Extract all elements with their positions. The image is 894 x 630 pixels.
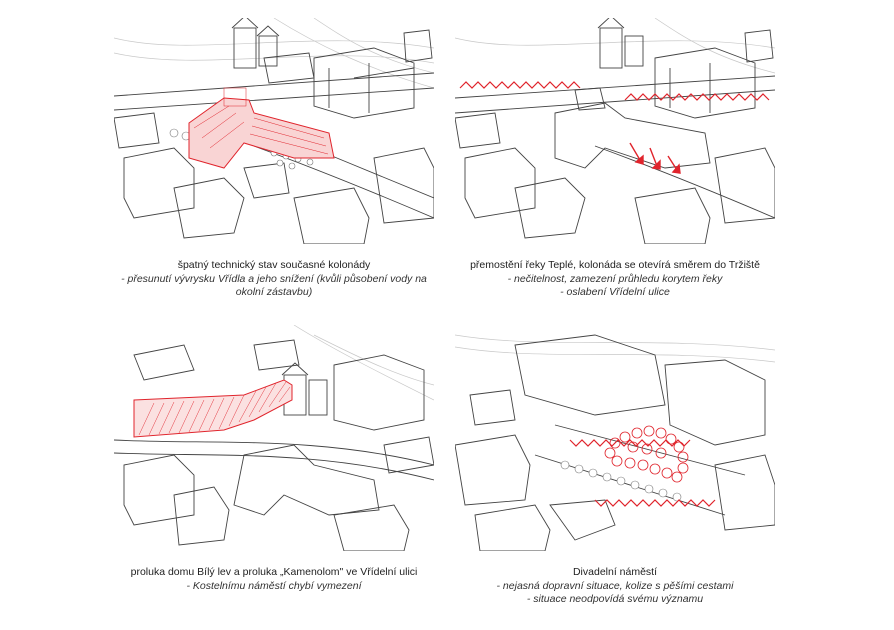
- caption-title: proluka domu Bílý lev a proluka „Kamenol…: [130, 566, 418, 578]
- caption-note: - oslabení Vřídelní ulice: [560, 286, 670, 298]
- diagram-panel-colonnade: [114, 18, 434, 244]
- axonometric-map-2: [455, 18, 775, 244]
- axonometric-map-1: [114, 18, 434, 244]
- caption-panel-3: proluka domu Bílý lev a proluka „Kamenol…: [94, 566, 454, 593]
- caption-title: přemostění řeky Teplé, kolonáda se oteví…: [470, 259, 760, 271]
- opening-arrows: [629, 142, 681, 174]
- caption-note: - nečitelnost, zamezení průhledu korytem…: [507, 272, 723, 285]
- caption-note: - Kostelnímu náměstí chybí vymezení: [186, 579, 362, 592]
- axonometric-map-4: [455, 334, 775, 551]
- caption-title: špatný technický stav současné kolonády: [177, 259, 371, 271]
- axonometric-map-3: [114, 325, 434, 551]
- gap-highlight: [133, 379, 293, 438]
- caption-panel-2: přemostění řeky Teplé, kolonáda se oteví…: [435, 259, 795, 300]
- caption-note: - situace neodpovídá svému významu: [526, 593, 704, 605]
- caption-panel-4: Divadelní náměstí - nejasná dopravní sit…: [435, 566, 795, 607]
- colonnade-highlight: [188, 97, 335, 169]
- square-trees-highlight: [604, 425, 689, 483]
- caption-note: - přesunutí vývrysku Vřídla a jeho sníže…: [121, 272, 427, 285]
- caption-note: - nejasná dopravní situace, kolize s pěš…: [496, 579, 734, 592]
- caption-note: okolní zástavbu): [235, 286, 313, 298]
- diagram-panel-theatre-square: [455, 325, 775, 551]
- caption-title: Divadelní náměstí: [572, 566, 658, 578]
- caption-panel-1: špatný technický stav současné kolonády …: [94, 259, 454, 300]
- river-zigzag: [459, 81, 770, 101]
- diagram-panel-river-bridge: [455, 18, 775, 244]
- diagram-panel-gap-sites: [114, 325, 434, 551]
